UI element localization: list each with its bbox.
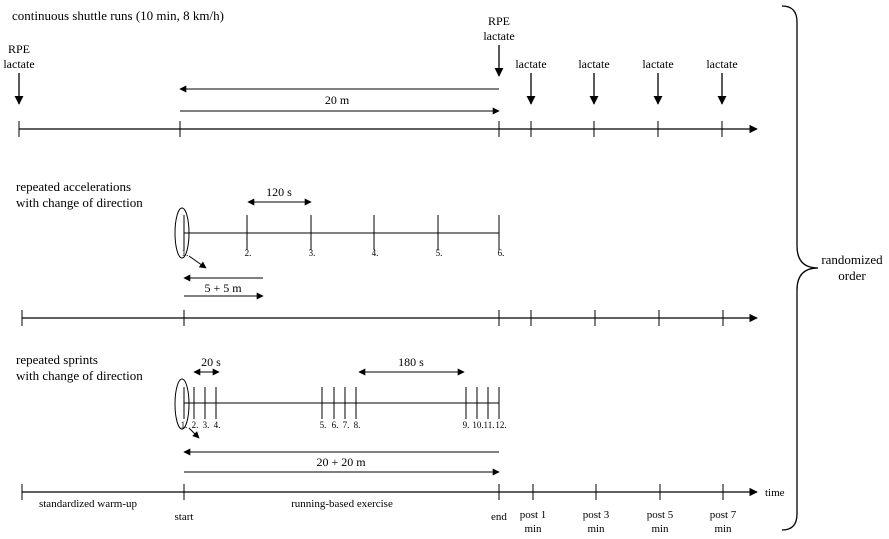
panel-1-title: continuous shuttle runs (10 min, 8 km/h): [12, 8, 224, 23]
post-lactate-label: lactate: [515, 57, 546, 71]
accel-rep-ticks: [183, 215, 500, 250]
post-7-unit: min: [714, 523, 732, 535]
accel-rep-label: 3.: [309, 248, 316, 258]
panel-continuous-shuttle-runs: continuous shuttle runs (10 min, 8 km/h)…: [3, 8, 758, 137]
panel-2-title-line2: with change of direction: [16, 195, 143, 210]
end-rpe-label: RPE: [488, 14, 510, 28]
accel-rep-label: 1.: [182, 248, 189, 258]
sprint-rep-label: 11.: [484, 420, 495, 430]
sprint-rep-ticks: [183, 387, 500, 419]
sprint-rep-label: 6.: [332, 420, 339, 430]
sprint-rep-label: 1.: [181, 420, 188, 430]
accel-rep-label: 5.: [436, 248, 443, 258]
end-lactate-label: lactate: [483, 29, 514, 43]
post-lactate-label: lactate: [578, 57, 609, 71]
sprint-rep-label: 3.: [203, 420, 210, 430]
interval-180s-label: 180 s: [398, 355, 424, 369]
sprint-rep-label: 4.: [214, 420, 221, 430]
post-5-label: post 5: [647, 509, 674, 521]
post-3-label: post 3: [583, 509, 610, 521]
post-7-label: post 7: [710, 509, 737, 521]
interval-120s-label: 120 s: [266, 185, 292, 199]
sprint-rep-label: 9.: [463, 420, 470, 430]
post-lactate-label: lactate: [706, 57, 737, 71]
post-5-unit: min: [651, 523, 669, 535]
post-1-label: post 1: [520, 509, 547, 521]
curly-brace: [781, 5, 819, 531]
baseline-lactate-label: lactate: [3, 57, 34, 71]
shuttle-distance-label: 20 m: [325, 93, 350, 107]
post-lactate-label: lactate: [642, 57, 673, 71]
sprint-rep-label: 8.: [354, 420, 361, 430]
post-1-unit: min: [524, 523, 542, 535]
first-sprint-highlight: [174, 378, 190, 430]
sprint-rep-label: 12.: [495, 420, 506, 430]
panel-3-title-line2: with change of direction: [16, 368, 143, 383]
end-label: end: [491, 511, 507, 523]
accel-rep-label: 6.: [498, 248, 505, 258]
sprint-rep-label: 10.: [472, 420, 483, 430]
brace-label-line1: randomized: [821, 252, 883, 267]
interval-20s-label: 20 s: [201, 355, 221, 369]
panel-3-title-line1: repeated sprints: [16, 352, 98, 367]
panel-repeated-accelerations: repeated accelerations with change of di…: [16, 179, 758, 326]
timeline-2-ticks: [21, 310, 724, 326]
brace-label-line2: order: [838, 268, 866, 283]
main-time-axis: time standardized warm-up start running-…: [21, 484, 785, 535]
post-3-unit: min: [587, 523, 605, 535]
accel-distance-label: 5 + 5 m: [204, 281, 242, 295]
first-rep-highlight: [174, 207, 190, 259]
warmup-label: standardized warm-up: [39, 498, 138, 510]
accel-rep-label: 4.: [372, 248, 379, 258]
sprint-rep-label: 2.: [192, 420, 199, 430]
timeline-1-ticks: [18, 121, 723, 137]
time-axis-ticks: [21, 484, 724, 500]
baseline-rpe-label: RPE: [8, 42, 30, 56]
panel-repeated-sprints: repeated sprints with change of directio…: [16, 352, 507, 476]
sprint-rep-label: 5.: [320, 420, 327, 430]
time-axis-label: time: [765, 487, 785, 499]
randomized-order-brace: randomized order: [781, 5, 883, 531]
accel-rep-label: 2.: [245, 248, 252, 258]
sprint-rep-label: 7.: [343, 420, 350, 430]
zoom-pointer-arrow: [188, 427, 200, 439]
zoom-pointer-arrow: [188, 255, 207, 269]
start-label: start: [175, 511, 194, 523]
sprint-distance-label: 20 + 20 m: [316, 455, 366, 469]
panel-2-title-line1: repeated accelerations: [16, 179, 131, 194]
exercise-label: running-based exercise: [291, 498, 393, 510]
